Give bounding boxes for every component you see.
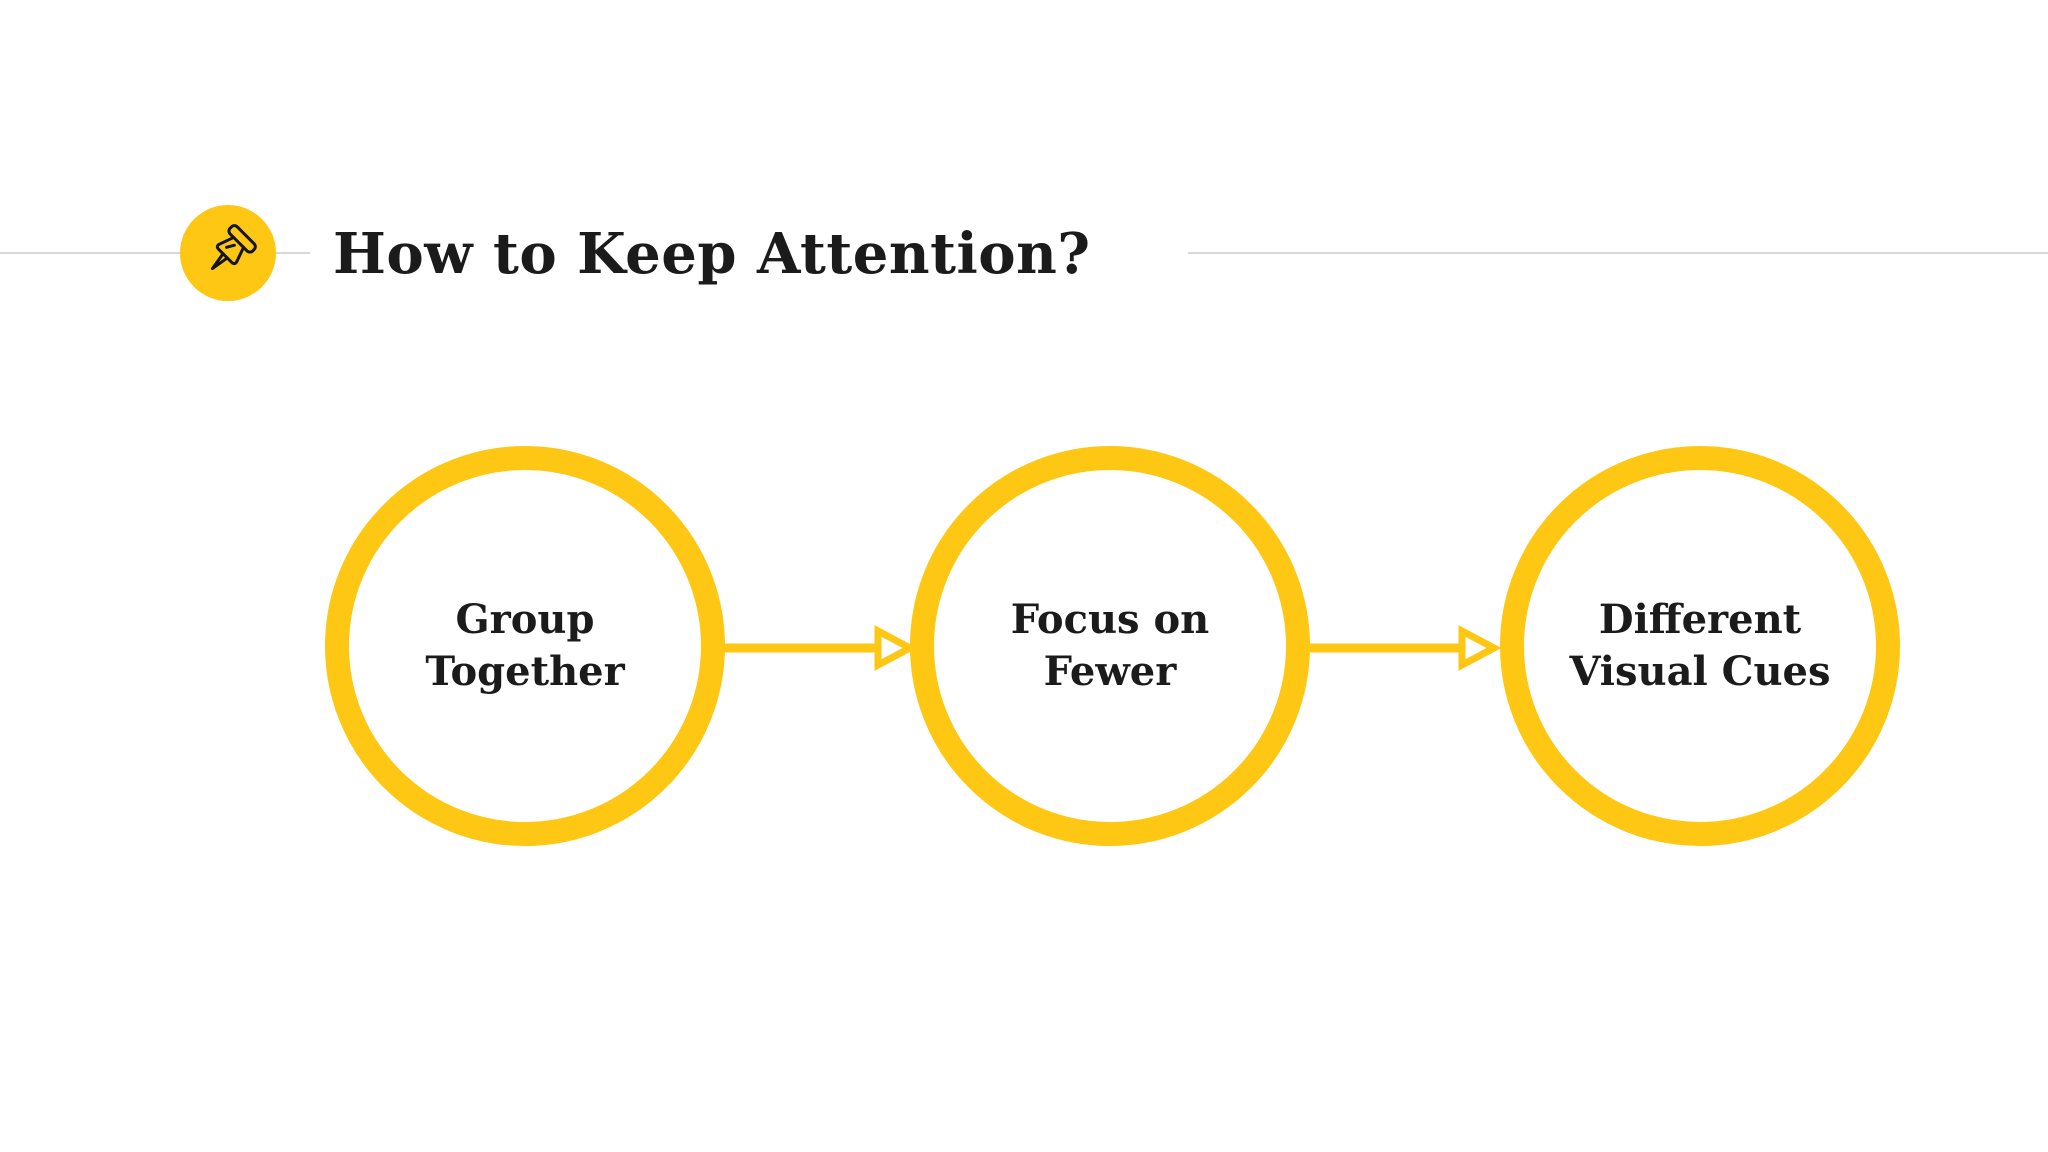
flow-step-label-line: Group	[455, 596, 595, 643]
flow-step-label: Focus on Fewer	[1011, 594, 1210, 698]
flow-step-label-line: Together	[425, 648, 625, 695]
divider-line-right	[1188, 252, 2048, 254]
flow-step-label-line: Fewer	[1043, 648, 1177, 695]
page-title: How to Keep Attention?	[333, 221, 1091, 287]
flow-step-label-line: Different	[1598, 596, 1802, 643]
flow-step-label-line: Visual Cues	[1569, 648, 1831, 695]
flow-step-group-together: Group Together	[325, 446, 725, 846]
flow-step-label: Group Together	[425, 594, 624, 698]
flow-step-different-visual-cues: Different Visual Cues	[1500, 446, 1900, 846]
flow-step-label: Different Visual Cues	[1569, 594, 1830, 698]
flow-step-label-line: Focus on	[1010, 596, 1210, 643]
pushpin-badge	[180, 205, 276, 301]
divider-line-left	[0, 252, 310, 254]
connector-arrow-2-icon	[1306, 625, 1502, 671]
flow-step-focus-on-fewer: Focus on Fewer	[910, 446, 1310, 846]
connector-arrow-1-icon	[722, 625, 918, 671]
pushpin-icon	[210, 224, 257, 271]
